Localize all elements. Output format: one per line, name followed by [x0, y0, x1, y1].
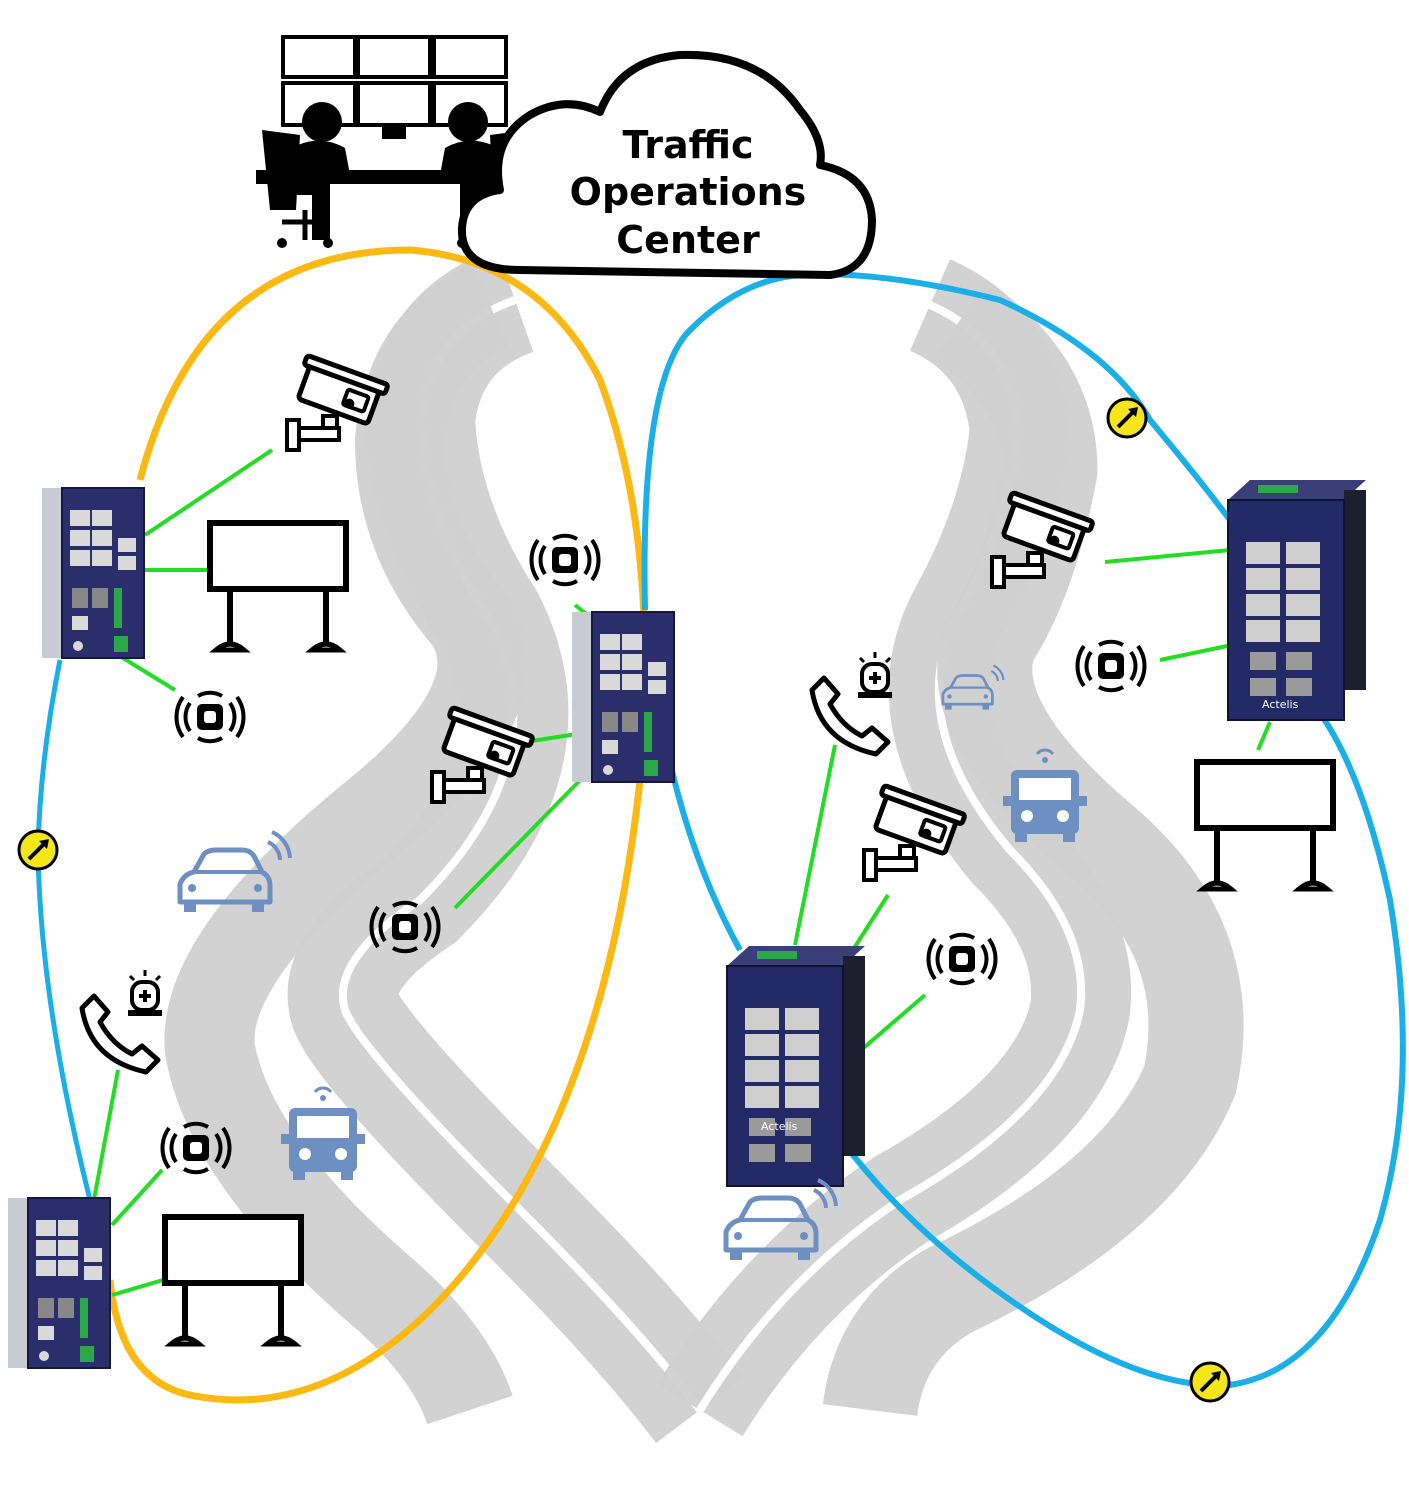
road-network: [164, 248, 1244, 1444]
switch-brand-label: Actelis: [1262, 698, 1299, 711]
sensor-icon: [529, 533, 601, 587]
switch-icon: [1227, 479, 1367, 721]
edge-links: [91, 448, 1272, 1297]
sensor-icon: [174, 690, 246, 744]
cloud-icon: [457, 50, 876, 279]
switch-icon: [7, 1197, 111, 1369]
sign-icon: [210, 523, 346, 650]
switch-icon: [571, 611, 675, 783]
sensor-icon: [1075, 639, 1147, 693]
meter-icon: [1106, 397, 1148, 439]
sign-icon: [1197, 762, 1333, 889]
switch-icon: [726, 945, 866, 1187]
phone-icon: [82, 970, 162, 1072]
cloud-label-line3: Center: [616, 218, 760, 262]
switch-icon: [41, 487, 145, 659]
switch-brand-label: Actelis: [761, 1120, 798, 1133]
cloud-label-line1: Traffic: [622, 123, 753, 167]
cloud-label-line2: Operations: [570, 170, 807, 214]
meter-icon: [17, 829, 59, 871]
phone-icon: [812, 652, 892, 754]
sign-icon: [165, 1217, 301, 1344]
meter-icon: [1189, 1361, 1231, 1403]
sensor-icon: [926, 932, 998, 986]
